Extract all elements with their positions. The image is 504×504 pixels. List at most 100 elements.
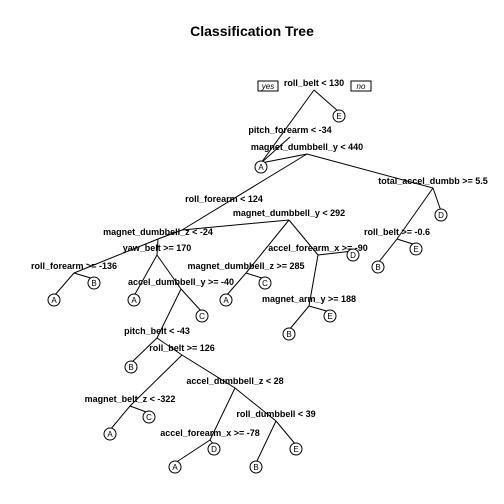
- split-condition: magnet_belt_z < -322: [85, 394, 176, 404]
- diagram-title: Classification Tree: [190, 23, 314, 39]
- leaf-class-label: E: [336, 112, 341, 121]
- tree-edge: [180, 288, 203, 313]
- leaf-class-label: C: [262, 279, 268, 288]
- leaf-node: D: [434, 208, 448, 222]
- leaf-class-label: E: [293, 445, 298, 454]
- tree-edge: [209, 387, 236, 441]
- leaf-node: A: [219, 293, 233, 307]
- leaf-circle: [434, 208, 448, 222]
- leaf-circle: [124, 360, 138, 374]
- leaf-node: D: [207, 442, 221, 456]
- leaf-circle: [127, 293, 141, 307]
- leaf-circle: [332, 109, 346, 123]
- leaf-circle: [249, 460, 263, 474]
- leaf-circle: [258, 276, 272, 290]
- no-box: [350, 80, 372, 92]
- split-condition: pitch_belt < -43: [124, 326, 190, 336]
- tree-edge: [308, 254, 319, 307]
- split-condition: yaw_belt >= 170: [123, 243, 192, 253]
- tree-edge: [156, 337, 183, 356]
- split-condition: total_accel_dumbb >= 5.5: [378, 176, 488, 186]
- split-condition: roll_belt >= -0.6: [364, 227, 430, 237]
- leaf-node: C: [258, 276, 272, 290]
- leaf-class-label: A: [51, 296, 57, 305]
- leaf-class-label: B: [253, 463, 258, 472]
- tree-edge: [225, 272, 247, 297]
- leaf-class-label: A: [131, 296, 137, 305]
- split-condition: accel_dumbbell_z < 28: [186, 376, 283, 386]
- leaf-node: B: [249, 460, 263, 474]
- tree-edge: [181, 354, 236, 389]
- split-condition: roll_belt >= 126: [149, 343, 215, 353]
- leaf-circle: [219, 293, 233, 307]
- split-condition: accel_dumbbell_y >= -40: [128, 277, 234, 287]
- leaf-class-label: B: [286, 330, 291, 339]
- leaf-circle: [142, 410, 156, 424]
- tree-edge: [156, 238, 159, 256]
- leaf-node: D: [346, 248, 360, 262]
- split-condition: roll_dumbbell < 39: [236, 409, 315, 419]
- tree-edge: [306, 153, 434, 189]
- tree-edge: [288, 219, 319, 256]
- tree-edge: [157, 229, 183, 240]
- leaf-node: B: [371, 260, 385, 274]
- leaf-class-label: B: [91, 279, 96, 288]
- leaf-node: C: [195, 309, 209, 323]
- leaf-class-label: C: [146, 413, 152, 422]
- tree-edge: [234, 387, 277, 422]
- leaf-class-label: D: [211, 445, 217, 454]
- tree-edge: [181, 153, 308, 231]
- leaf-node: B: [87, 276, 101, 290]
- tree-edges: [53, 89, 442, 464]
- leaf-node: C: [142, 410, 156, 424]
- leaf-node: A: [254, 160, 268, 174]
- split-condition: magnet_arm_y >= 188: [262, 294, 356, 304]
- split-condition: accel_forearm_x >= -90: [268, 243, 368, 253]
- leaf-circle: [103, 427, 117, 441]
- leaf-class-label: E: [413, 245, 418, 254]
- leaf-circle: [87, 276, 101, 290]
- leaf-circle: [282, 327, 296, 341]
- leaf-node: E: [289, 442, 303, 456]
- leaf-node: E: [332, 109, 346, 123]
- tree-edge: [260, 89, 315, 164]
- leaf-node: E: [409, 242, 423, 256]
- leaf-circle: [323, 309, 337, 323]
- tree-edge: [73, 238, 159, 274]
- leaf-class-label: A: [223, 296, 229, 305]
- split-condition: accel_forearm_x >= -78: [160, 428, 260, 438]
- tree-edge: [109, 405, 131, 431]
- tree-edge: [129, 354, 183, 407]
- leaf-class-label: D: [350, 251, 356, 260]
- leaf-node: E: [323, 309, 337, 323]
- leaf-circle: [371, 260, 385, 274]
- leaf-node: A: [103, 427, 117, 441]
- tree-edge: [313, 89, 340, 113]
- tree-edge: [432, 187, 442, 212]
- yes-box: [257, 80, 279, 92]
- leaf-class-label: A: [258, 163, 264, 172]
- leaf-node: A: [168, 460, 182, 474]
- leaf-node: A: [127, 293, 141, 307]
- leaf-node: A: [47, 293, 61, 307]
- leaf-circle: [254, 160, 268, 174]
- leaf-circle: [195, 309, 209, 323]
- tree-edge: [260, 136, 291, 164]
- split-condition: magnet_dumbbell_y < 292: [233, 208, 345, 218]
- leaf-class-label: B: [375, 263, 380, 272]
- split-condition: magnet_dumbbell_z < -24: [103, 227, 213, 237]
- leaf-circle: [207, 442, 221, 456]
- leaf-class-label: A: [107, 430, 113, 439]
- leaf-node: B: [282, 327, 296, 341]
- yes-no-legend: yes no: [257, 80, 372, 92]
- split-condition: roll_forearm >= -136: [31, 261, 117, 271]
- split-condition: pitch_forearm < -34: [248, 125, 331, 135]
- split-condition: magnet_dumbbell_y < 440: [251, 142, 363, 152]
- leaf-circle: [409, 242, 423, 256]
- tree-edge: [288, 305, 310, 331]
- leaf-class-label: D: [438, 211, 444, 220]
